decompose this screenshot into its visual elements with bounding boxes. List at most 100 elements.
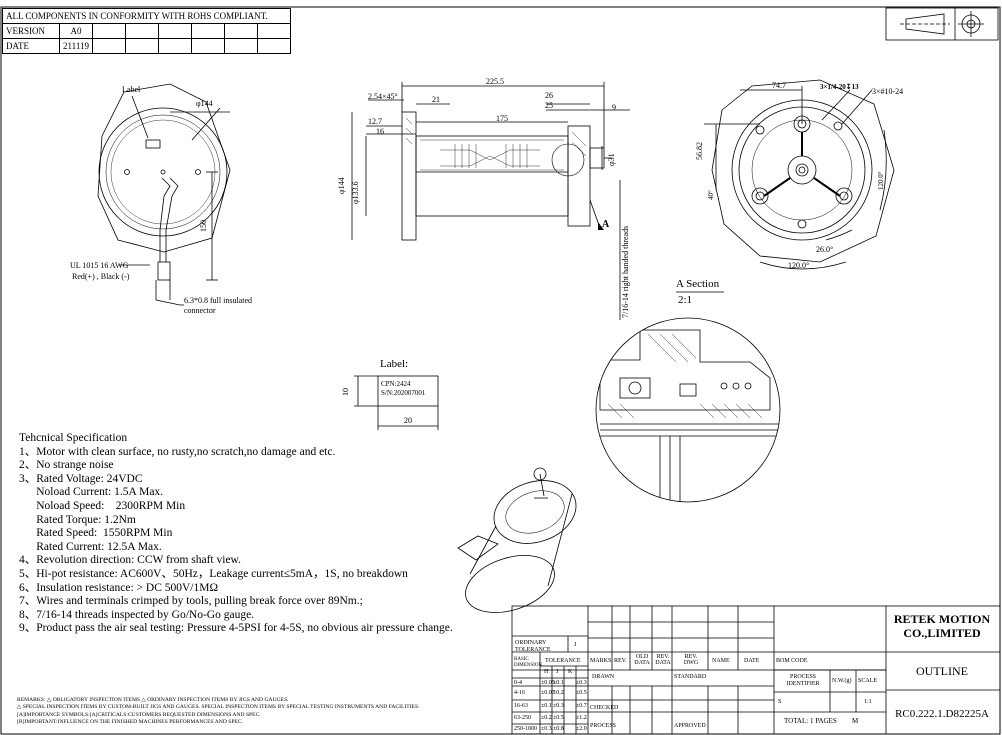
section-scale: 2:1 [678,294,693,306]
label-detail [354,375,439,430]
spec-line: 3、Rated Voltage: 24VDC [19,472,143,485]
spec-line: Noload Speed: 2300RPM Min [19,499,186,512]
tb-row-k: ±0.5 [576,690,587,696]
thread-note: 7/16-14 right handed threads [621,225,630,318]
tb-bom-code: BOM CODE [776,658,808,664]
spec-line: 7、Wires and terminals crimped by tools, … [19,595,363,608]
tb-name: NAME [712,658,730,664]
remarks-line: REMARKS: △ OBLIGATORY INSPECTION ITEMS △… [17,697,289,703]
front-view [97,83,231,306]
tb-row-j: ±0.8 [553,726,564,732]
tb-rev: REV. [614,658,627,664]
spec-line: 8、7/16-14 threads inspected by Go/No-Go … [19,608,255,621]
tb-scale-value: 1:1 [864,699,872,705]
spec-line: 4、Revolution direction: CCW from shaft v… [19,554,241,567]
tb-page-mark: M [852,717,859,725]
spec-line: Rated Current: 12.5A Max. [19,540,162,553]
side-view [351,82,630,320]
tb-row-h: ±0.1 [541,703,552,709]
angle-26: 26.0° [816,245,834,254]
remarks-line: [B]IMPORTANT:INFLUENCE ON THE FINISHED M… [17,719,244,726]
tb-drawn: DRAWN [592,674,615,680]
dim-d144: φ144 [337,177,346,194]
label-title: Label: [380,358,409,370]
tb-ordinary-val: J [574,642,577,648]
label-callout: Label [122,85,141,94]
remarks: REMARKS: △ OBLIGATORY INSPECTION ITEMS △… [17,697,419,727]
tb-rev-dwg: REV. DWG [683,654,699,666]
tb-row-k: ±2.0 [576,726,587,732]
dim-21: 21 [432,95,440,104]
tb-row-range: 0-4 [514,680,522,686]
remarks-line: △ SPECIAL INSPECTION ITEMS BY CUSTOM-BUI… [17,704,420,711]
tb-process: PROCESS [590,723,617,729]
version-value: A0 [59,23,93,39]
tb-row-h: ±0.3 [541,726,552,732]
section-mark: A [602,219,610,230]
dim-74-7: 74.7 [772,81,786,90]
tb-s: S [778,699,782,705]
tb-row-range: 16-63 [514,703,528,709]
tb-row-h: ±0.2 [541,715,552,721]
tb-col-h: H [544,669,549,675]
wire-spec: UL 1015 16 AWG [70,261,129,270]
tb-row-h: ±0.07 [541,690,555,696]
tb-col-k: K [568,669,573,675]
spec-line: Noload Current: 1.5A Max. [19,486,164,499]
connector-note-2: connector [184,306,216,315]
rohs-note: ALL COMPONENTS IN CONFORMITY WITH ROHS C… [2,8,291,24]
angle-120-a: 120.0° [877,171,885,190]
tb-tolerance: TOLERANCE [545,658,581,664]
dim-12-7: 12.7 [368,117,382,126]
header-table: ALL COMPONENTS IN CONFORMITY WITH ROHS C… [2,8,291,54]
dim-26: 26 [545,91,553,100]
version-label: VERSION [2,23,60,39]
section-a-detail [595,291,781,503]
tb-process-identifier: PROCESS IDENTIFIER [786,674,820,687]
tb-row-range: 250-1000 [514,726,537,732]
tb-old-data: OLD DATA [634,654,650,666]
tb-row-k: ±0.7 [576,703,587,709]
date-label: DATE [2,38,60,54]
label-cpn: CPN:2424 [381,380,411,388]
technical-spec: Tehcnical Specification 1、Motor with cle… [19,432,453,636]
hole-callout-1: 3×1/4-20↧13 [820,83,859,91]
dim-d133: φ133.6 [351,181,360,204]
tb-row-range: 4-16 [514,690,525,696]
tb-standard: STANDARD [674,674,707,680]
tb-row-j: ±0.1 [553,680,564,686]
title-block-lines [511,605,1001,735]
spec-line: 2、No strange noise [19,459,114,472]
tb-date: DATE [744,658,760,664]
company-name: RETEK MOTION CO.,LIMITED [893,612,991,640]
tb-scale: SCALE [858,678,878,684]
dim-chamfer: 2.54×45° [368,92,398,101]
hole-callout-2: 3×#10-24 [872,87,904,96]
angle-120-b: 120.0° [788,261,810,270]
tb-row-h: ±0.05 [541,680,555,686]
label-width: 20 [404,416,412,425]
label-height: 10 [341,388,350,396]
tb-row-k: ±1.2 [576,715,587,721]
tb-nw: N.W.(g) [832,678,852,684]
section-title: A Section [676,278,720,290]
dim-25: 25 [545,101,553,110]
spec-title: Tehcnical Specification [19,432,128,444]
tb-row-j: ±0.2 [553,690,564,696]
date-value: 211119 [59,38,93,54]
projection-symbol-icon [885,7,999,41]
spec-line: 6、Insulation resistance: > DC 500V/1MΩ [19,581,219,594]
label-sn: S/N:202007001 [381,389,426,397]
wire-colors: Red(+) , Black (-) [72,272,130,281]
tb-row-j: ±0.5 [553,715,564,721]
dim-9: 9 [612,103,616,112]
dim-175: 175 [496,114,508,123]
tb-total-pages: TOTAL: 1 PAGES [784,717,837,725]
tb-col-j: J [556,669,559,675]
isometric-view [457,467,577,613]
tb-rev-data: REV. DATA [655,654,671,666]
dim-56-82: 56.82 [695,142,704,160]
spec-line: 5、Hi-pot resistance: AC600V、50Hz，Leakage… [19,567,408,580]
